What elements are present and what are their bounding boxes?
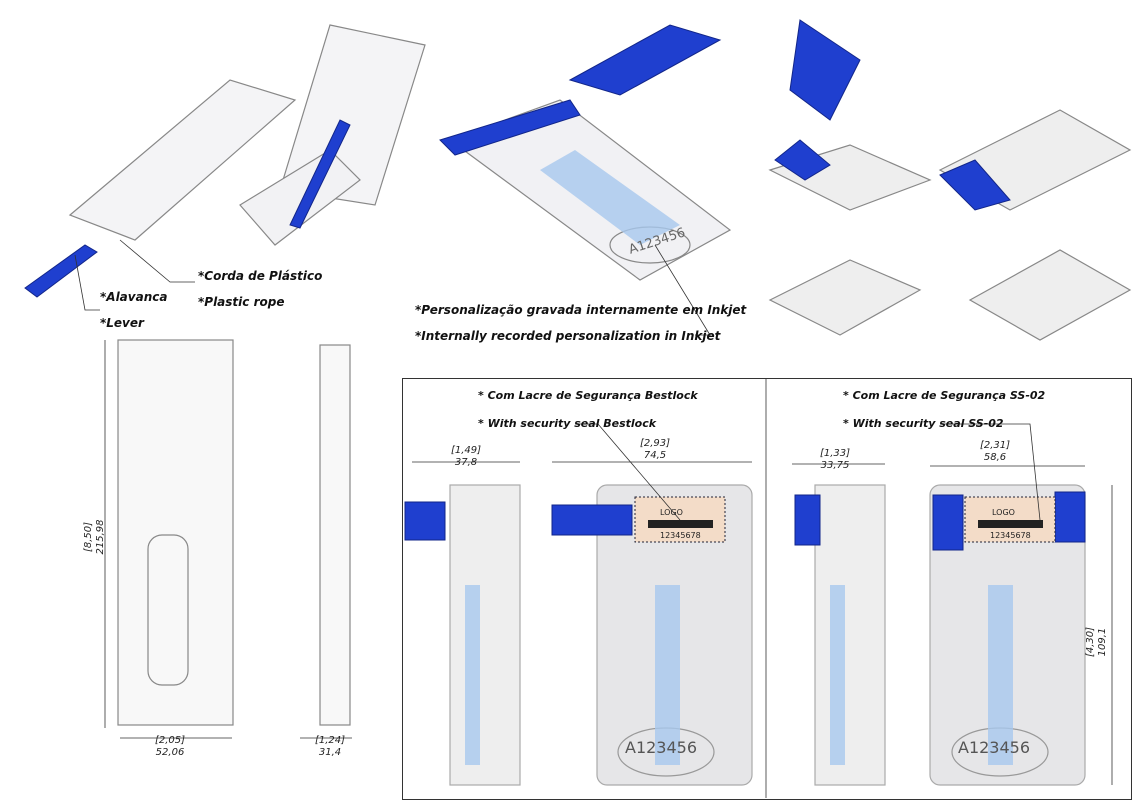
closed-card-3d — [68, 79, 297, 241]
front-view-outline — [117, 339, 234, 726]
side-view-outline — [319, 344, 351, 726]
bestlock-title-en: * With security seal Bestlock — [478, 417, 657, 430]
bestlock-logo: LOGO — [660, 508, 683, 517]
width-mm: 52,06 — [155, 747, 185, 758]
width-dimension: [2,05] 52,06 — [140, 735, 200, 759]
bestlock-side-mm: 37,8 — [454, 457, 478, 468]
callout-personalization-pt: *Personalização gravada internamente em … — [415, 303, 747, 317]
bestlock-barcode-number: 12345678 — [660, 531, 701, 540]
height-dimension: [8,50] 215,98 — [83, 502, 107, 572]
bestlock-side-in: [1,49] — [450, 445, 482, 456]
ss02-front-mm: 58,6 — [983, 452, 1007, 463]
bestlock-front-in: [2,93] — [639, 438, 671, 449]
ss02-side-in: [1,33] — [819, 448, 851, 459]
ss02-title-en: * With security seal SS-02 — [843, 417, 1004, 430]
ss02-title-pt: * Com Lacre de Segurança SS-02 — [843, 389, 1046, 402]
bestlock-title-pt: * Com Lacre de Segurança Bestlock — [478, 389, 698, 402]
ss02-side-dim: [1,33] 33,75 — [805, 448, 865, 472]
ss02-front-in: [2,31] — [979, 440, 1011, 451]
ss02-barcode-number: 12345678 — [990, 531, 1031, 540]
depth-in: [1,24] — [314, 735, 346, 746]
ss02-front-dim: [2,31] 58,6 — [965, 440, 1025, 464]
callout-plastic-rope-en: *Plastic rope — [198, 295, 285, 309]
bestlock-front-mm: 74,5 — [643, 450, 667, 461]
ss02-serial: A123456 — [958, 738, 1031, 757]
bestlock-side-card — [449, 484, 521, 786]
callout-lever-en: *Lever — [100, 316, 144, 330]
ss02-height-dim: [4,30] 109,1 — [1085, 612, 1109, 672]
open-card-base — [239, 149, 361, 246]
callout-plastic-rope-pt: *Corda de Plástico — [198, 269, 323, 283]
depth-dimension: [1,24] 31,4 — [300, 735, 360, 759]
callout-lever-pt: *Alavanca — [100, 290, 168, 304]
callout-personalization-en: *Internally recorded personalization in … — [415, 329, 721, 343]
bestlock-serial: A123456 — [625, 738, 698, 757]
ss02-height-mm: 109,1 — [1097, 627, 1108, 657]
height-mm: 215,98 — [95, 519, 106, 555]
height-in: [8,50] — [83, 521, 94, 553]
bestlock-side-dim: [1,49] 37,8 — [436, 445, 496, 469]
ss02-height-in: [4,30] — [1085, 626, 1096, 658]
ss02-side-mm: 33,75 — [820, 460, 850, 471]
width-in: [2,05] — [154, 735, 186, 746]
ss02-logo: LOGO — [992, 508, 1015, 517]
depth-mm: 31,4 — [318, 747, 342, 758]
lever-part — [24, 244, 98, 298]
ss02-side-card — [814, 484, 886, 786]
bestlock-front-dim: [2,93] 74,5 — [625, 438, 685, 462]
